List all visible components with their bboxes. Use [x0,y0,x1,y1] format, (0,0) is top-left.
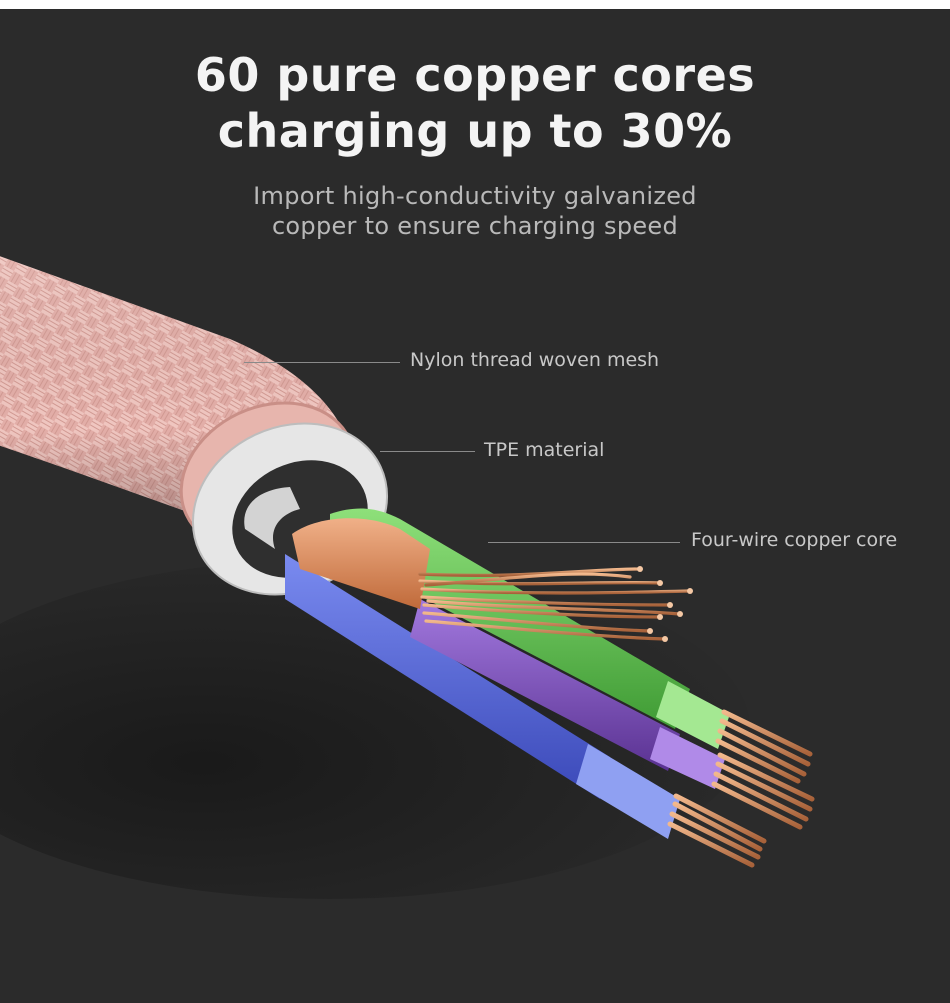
subtitle-line-2: copper to ensure charging speed [271,212,679,240]
wire-purple [410,599,815,830]
callout-leader-line [488,542,680,543]
callout-leader-line [380,451,475,452]
product-banner: 60 pure copper cores charging up to 30% … [0,9,950,1003]
headline: 60 pure copper cores charging up to 30% [0,47,950,159]
callout-tpe-material: TPE material [484,439,605,461]
callout-nylon-mesh: Nylon thread woven mesh [410,349,660,371]
subtitle: Import high-conductivity galvanized copp… [0,181,950,241]
wire-blue [285,554,767,868]
callout-copper-core: Four-wire copper core [691,529,898,551]
cable-cross-section-illustration [0,256,815,899]
foil-shield [244,487,300,549]
headline-line-2: charging up to 30% [217,104,733,158]
wire-orange [292,518,693,642]
headline-line-1: 60 pure copper cores [194,48,756,102]
callout-leader-line [244,362,400,363]
subtitle-line-1: Import high-conductivity galvanized [253,182,697,210]
